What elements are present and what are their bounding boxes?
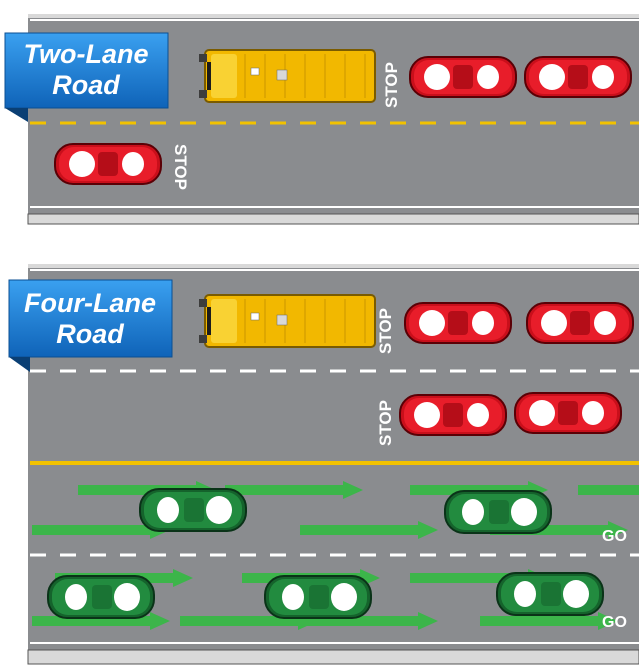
green-car-icon — [48, 576, 154, 618]
two-lane-panel: STOP STOP Two-Lane Road — [5, 14, 639, 224]
stop-marking-lane1: STOP — [382, 62, 401, 108]
stop-marking-lane2: STOP — [171, 144, 190, 190]
red-car-icon — [515, 393, 621, 433]
two-lane-label-line2: Road — [52, 70, 120, 100]
two-lane-top-curb — [28, 14, 639, 18]
stop-marking-lane1: STOP — [376, 308, 395, 354]
school-bus-icon — [199, 50, 375, 102]
two-lane-bottom-curb — [28, 214, 639, 224]
red-car-icon — [55, 144, 161, 184]
go-marking-lane4: GO — [602, 614, 627, 631]
go-marking-lane3: GO — [602, 528, 627, 545]
green-car-icon — [445, 491, 551, 533]
green-car-icon — [140, 489, 246, 531]
four-lane-bottom-curb — [28, 650, 639, 664]
red-car-icon — [410, 57, 516, 97]
red-car-icon — [405, 303, 511, 343]
stop-marking-lane2: STOP — [376, 400, 395, 446]
green-car-icon — [265, 576, 371, 618]
school-bus-icon — [199, 295, 375, 347]
red-car-icon — [527, 303, 633, 343]
four-lane-label-line1: Four-Lane — [24, 288, 156, 318]
red-car-icon — [400, 395, 506, 435]
red-car-icon — [525, 57, 631, 97]
four-lane-top-curb — [28, 264, 639, 268]
green-car-icon — [497, 573, 603, 615]
two-lane-label-line1: Two-Lane — [24, 39, 149, 69]
four-lane-label-line2: Road — [56, 319, 124, 349]
four-lane-panel: STOP STOP GO GO Four-Lane Road — [9, 264, 639, 664]
